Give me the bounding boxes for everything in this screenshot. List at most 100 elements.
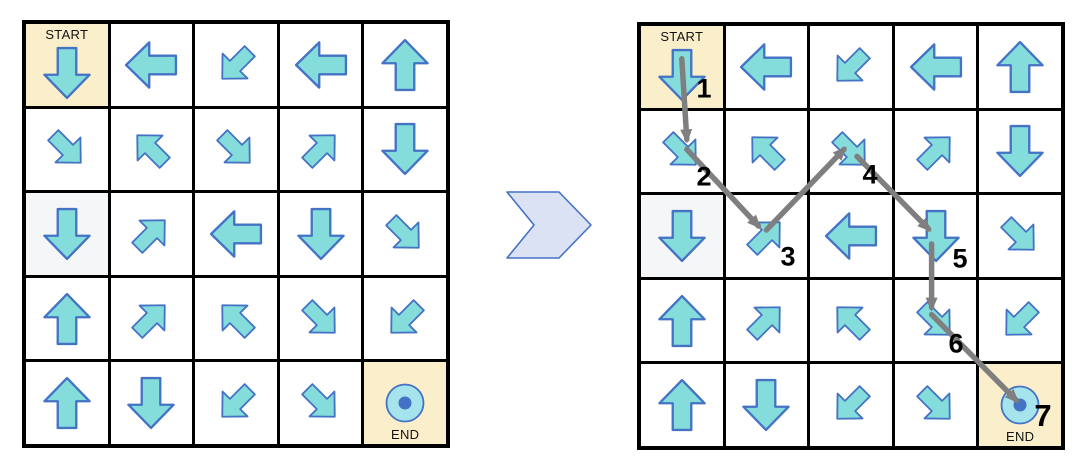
- maze-cell-r1c1: [110, 108, 193, 191]
- maze-cell-r2c3: [894, 195, 977, 277]
- arrow-down-left-icon: [836, 385, 871, 420]
- end-label: END: [1006, 428, 1035, 444]
- maze-cell-r1c3: [279, 108, 362, 191]
- maze-cell-r3c3: [279, 277, 362, 360]
- maze-cell-r0c1: [110, 24, 193, 106]
- maze-cell-r2c1: [110, 193, 193, 275]
- maze-cell-r0c0: START: [26, 24, 108, 106]
- arrow-up-icon: [658, 379, 706, 432]
- arrow-down-right-icon: [300, 298, 336, 334]
- maze-cell-r3c0: [26, 277, 108, 360]
- transform-chevron-icon: [506, 191, 592, 259]
- arrow-down-right-icon: [1000, 216, 1035, 251]
- arrow-up-left-icon: [221, 303, 256, 339]
- arrow-down-icon: [658, 48, 706, 101]
- maze-cell-r4c4: END: [979, 364, 1061, 446]
- maze-cell-r3c4: [979, 279, 1061, 362]
- maze-cell-r0c3: [279, 24, 362, 106]
- maze-cell-r0c1: [725, 26, 808, 108]
- maze-cell-r1c0: [641, 110, 723, 193]
- arrow-down-icon: [911, 209, 960, 263]
- maze-cell-r0c3: [894, 26, 977, 108]
- maze-cell-r0c4: [364, 24, 446, 106]
- maze-cell-r4c3: [894, 364, 977, 446]
- arrow-up-right-icon: [131, 219, 167, 254]
- arrow-left-icon: [824, 212, 878, 260]
- arrow-left-icon: [209, 210, 263, 258]
- arrow-left-icon: [740, 43, 793, 91]
- maze-cell-r4c1: [725, 364, 808, 446]
- start-label: START: [45, 27, 89, 42]
- maze-cell-r2c4: [364, 193, 446, 275]
- maze-cell-r3c1: [110, 277, 193, 360]
- maze-cell-r3c3: [894, 279, 977, 362]
- maze-cell-r3c0: [641, 279, 723, 362]
- arrow-up-icon: [658, 294, 706, 347]
- maze-cell-r3c4: [364, 277, 446, 360]
- maze-cell-r2c2: [195, 193, 277, 275]
- maze-cell-r1c3: [894, 110, 977, 193]
- maze-cell-r4c4: END: [364, 362, 446, 444]
- end-target-icon: [385, 383, 425, 423]
- arrow-down-icon: [996, 125, 1044, 178]
- arrow-down-right-icon: [385, 214, 420, 249]
- arrow-left-icon: [909, 43, 962, 91]
- arrow-up-icon: [996, 40, 1044, 93]
- arrow-up-left-icon: [136, 134, 172, 170]
- arrow-down-right-icon: [915, 300, 951, 336]
- maze-cell-r2c4: [979, 195, 1061, 277]
- maze-cell-r2c0: [26, 193, 108, 275]
- maze-cell-r4c0: [26, 362, 108, 444]
- end-target-icon: [1000, 385, 1040, 425]
- arrow-up-icon: [381, 38, 429, 91]
- arrow-up-icon: [43, 377, 91, 430]
- start-label: START: [660, 29, 704, 44]
- maze-cell-r2c1: [725, 195, 808, 277]
- maze-cell-r1c2: [810, 110, 892, 193]
- arrow-down-right-icon: [300, 383, 336, 418]
- end-label: END: [391, 426, 420, 442]
- maze-cell-r0c2: [810, 26, 892, 108]
- maze-cell-r2c0: [641, 195, 723, 277]
- maze-cell-r3c2: [195, 277, 277, 360]
- maze-cell-r1c2: [195, 108, 277, 191]
- maze-cell-r4c3: [279, 362, 362, 444]
- arrow-down-icon: [127, 377, 176, 430]
- maze-cell-r0c0: START: [641, 26, 723, 108]
- maze-grid-solved: START END: [637, 22, 1065, 450]
- maze-cell-r4c2: [810, 364, 892, 446]
- arrow-down-icon: [658, 209, 706, 263]
- arrow-down-right-icon: [831, 131, 866, 167]
- maze-cell-r3c1: [725, 279, 808, 362]
- arrow-up-right-icon: [300, 134, 336, 170]
- maze-cell-r1c4: [979, 110, 1061, 193]
- arrow-up-icon: [43, 292, 91, 345]
- arrow-down-right-icon: [662, 131, 697, 167]
- arrow-down-right-icon: [915, 385, 951, 420]
- maze-cell-r1c1: [725, 110, 808, 193]
- arrow-down-left-icon: [221, 383, 256, 418]
- arrow-down-left-icon: [390, 298, 425, 334]
- maze-cell-r1c0: [26, 108, 108, 191]
- arrow-left-icon: [125, 41, 178, 89]
- maze-cell-r4c2: [195, 362, 277, 444]
- arrow-down-right-icon: [47, 129, 82, 165]
- maze-cell-r3c2: [810, 279, 892, 362]
- maze-grid-unsolved: START END: [22, 20, 450, 448]
- arrow-up-right-icon: [746, 221, 782, 256]
- arrow-up-right-icon: [131, 303, 167, 339]
- arrow-down-icon: [381, 123, 429, 176]
- maze-cell-r0c2: [195, 24, 277, 106]
- maze-cell-r1c4: [364, 108, 446, 191]
- arrow-down-icon: [296, 207, 345, 261]
- arrow-up-left-icon: [751, 136, 787, 172]
- arrow-up-left-icon: [836, 305, 871, 341]
- maze-cell-r4c1: [110, 362, 193, 444]
- maze-cell-r0c4: [979, 26, 1061, 108]
- arrow-up-right-icon: [915, 136, 951, 172]
- arrow-down-icon: [43, 207, 91, 261]
- arrow-down-right-icon: [216, 129, 251, 165]
- arrow-down-left-icon: [836, 47, 871, 82]
- arrow-up-right-icon: [746, 305, 782, 341]
- arrow-down-left-icon: [1005, 300, 1040, 336]
